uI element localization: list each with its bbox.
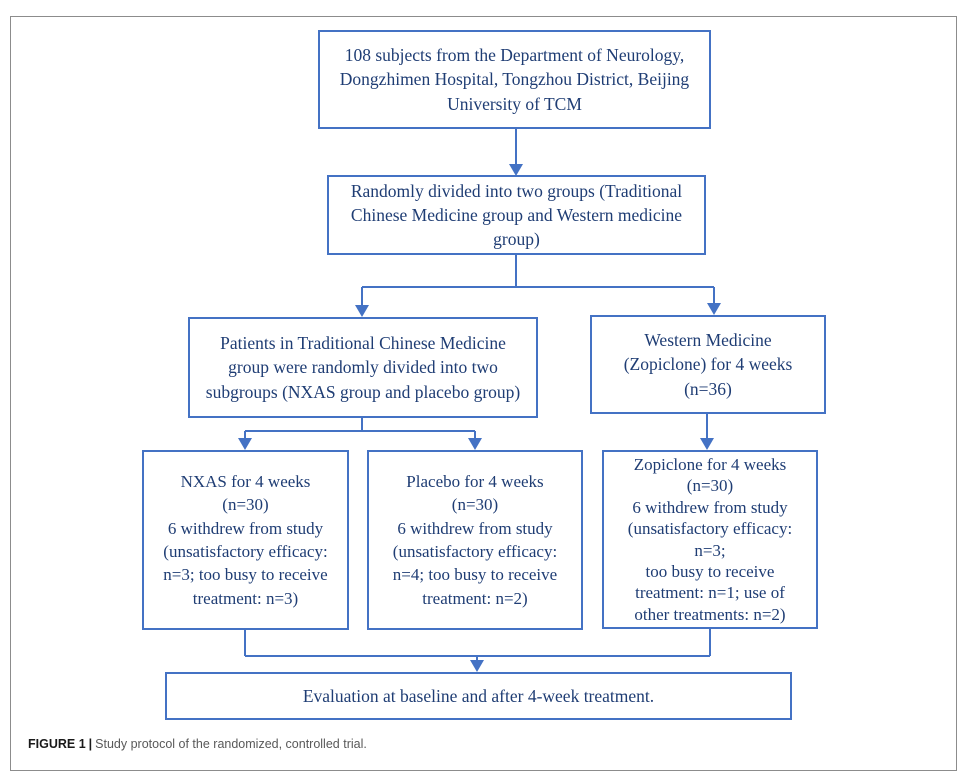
node-evaluation-text: Evaluation at baseline and after 4-week … — [302, 685, 655, 706]
node-zopiclone-group: Zopiclone for 4 weeks (n=30) 6 withdrew … — [602, 450, 818, 629]
figure-caption-label: FIGURE 1 — [28, 737, 86, 751]
node-western-medicine: Western Medicine (Zopiclone) for 4 weeks… — [590, 315, 826, 414]
node-nxas-group-text: NXAS for 4 weeks (n=30) 6 withdrew from … — [163, 471, 328, 608]
node-subjects: 108 subjects from the Department of Neur… — [318, 30, 711, 129]
node-western-medicine-text: Western Medicine (Zopiclone) for 4 weeks… — [623, 330, 793, 399]
figure-caption-separator: | — [88, 737, 93, 751]
node-nxas-group: NXAS for 4 weeks (n=30) 6 withdrew from … — [142, 450, 349, 630]
node-randomization: Randomly divided into two groups (Tradit… — [327, 175, 706, 255]
node-evaluation: Evaluation at baseline and after 4-week … — [165, 672, 792, 720]
figure-caption: FIGURE 1|Study protocol of the randomize… — [28, 737, 367, 751]
node-tcm-subgroups-text: Patients in Traditional Chinese Medicine… — [205, 333, 521, 402]
node-subjects-text: 108 subjects from the Department of Neur… — [339, 45, 690, 114]
figure-caption-text: Study protocol of the randomized, contro… — [95, 737, 367, 751]
node-randomization-text: Randomly divided into two groups (Tradit… — [350, 180, 683, 250]
node-placebo-group: Placebo for 4 weeks (n=30) 6 withdrew fr… — [367, 450, 583, 630]
node-zopiclone-group-text: Zopiclone for 4 weeks (n=30) 6 withdrew … — [627, 454, 793, 624]
node-placebo-group-text: Placebo for 4 weeks (n=30) 6 withdrew fr… — [392, 471, 558, 608]
node-tcm-subgroups: Patients in Traditional Chinese Medicine… — [188, 317, 538, 418]
